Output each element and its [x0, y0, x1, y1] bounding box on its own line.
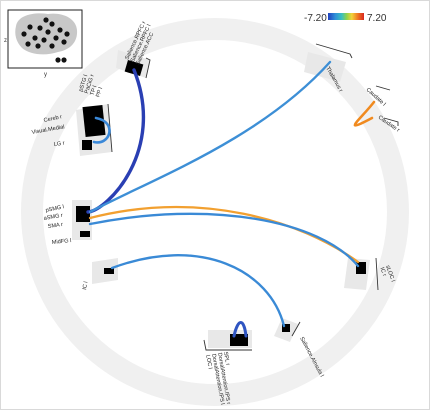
- region-label: SPL r: [222, 351, 230, 366]
- region-label: TP l: [90, 85, 99, 96]
- connection-ribbon-dmn-to-dmn: [232, 320, 248, 338]
- brain-thumbnail: z y: [4, 9, 83, 78]
- node-salience-anterior: [282, 324, 290, 332]
- region-label: SMA r: [47, 222, 63, 230]
- node-slofc: [356, 262, 366, 274]
- connection-links: [86, 60, 376, 338]
- region-label: PP l: [95, 87, 104, 99]
- colorbar-max-label: 7.20: [367, 13, 387, 24]
- brain-nodes: [21, 17, 70, 63]
- colorbar: -7.20 7.20: [304, 13, 387, 24]
- connection-ribbon-ic-to-salience-anterior: [110, 254, 286, 328]
- region-brackets: [107, 43, 399, 351]
- label-ic: IC l: [82, 281, 89, 290]
- label-visual-group: pSTG l PaCiG r TP l PP l: [78, 74, 104, 99]
- region-label: Visual.Medial: [31, 124, 65, 136]
- brain-silhouette: [15, 13, 78, 55]
- node-visual-medial: [82, 140, 92, 150]
- colorbar-gradient: [328, 13, 364, 20]
- region-label: LOC l: [204, 354, 212, 369]
- node-ic: [104, 268, 114, 274]
- region-label: LG r: [53, 141, 65, 148]
- outer-ring: [21, 18, 409, 406]
- label-slofc-group: sLOC l IC r: [378, 265, 395, 283]
- axis-z-label: z: [4, 38, 7, 44]
- node-midfg: [80, 231, 90, 237]
- connection-ribbon-thalamus-to-smg: [88, 60, 332, 214]
- region-label: IC r: [378, 267, 387, 278]
- region-label: aSMG r: [43, 213, 63, 222]
- connection-ribbon-caudate-l-to-caudate-r: [353, 100, 376, 127]
- colorbar-min-label: -7.20: [304, 13, 327, 24]
- axis-y-label: y: [44, 72, 47, 78]
- region-label: PaCiG r: [84, 74, 96, 95]
- node-smg-group: [76, 206, 90, 222]
- connection-ribbon-smg-to-slofc: [88, 212, 360, 268]
- region-label: Cereb r: [43, 114, 63, 124]
- region-label: pSMG l: [45, 204, 64, 214]
- label-midfg: MidFG l: [52, 238, 72, 246]
- node-visual-group: [82, 105, 106, 137]
- connection-ribbon-visual-medial-to-visual-medial: [92, 116, 111, 144]
- region-label: pSTG l: [78, 74, 89, 92]
- node-salience-acc: [124, 60, 144, 76]
- region-nodes: [76, 60, 366, 346]
- region-label: sLOC l: [384, 265, 395, 283]
